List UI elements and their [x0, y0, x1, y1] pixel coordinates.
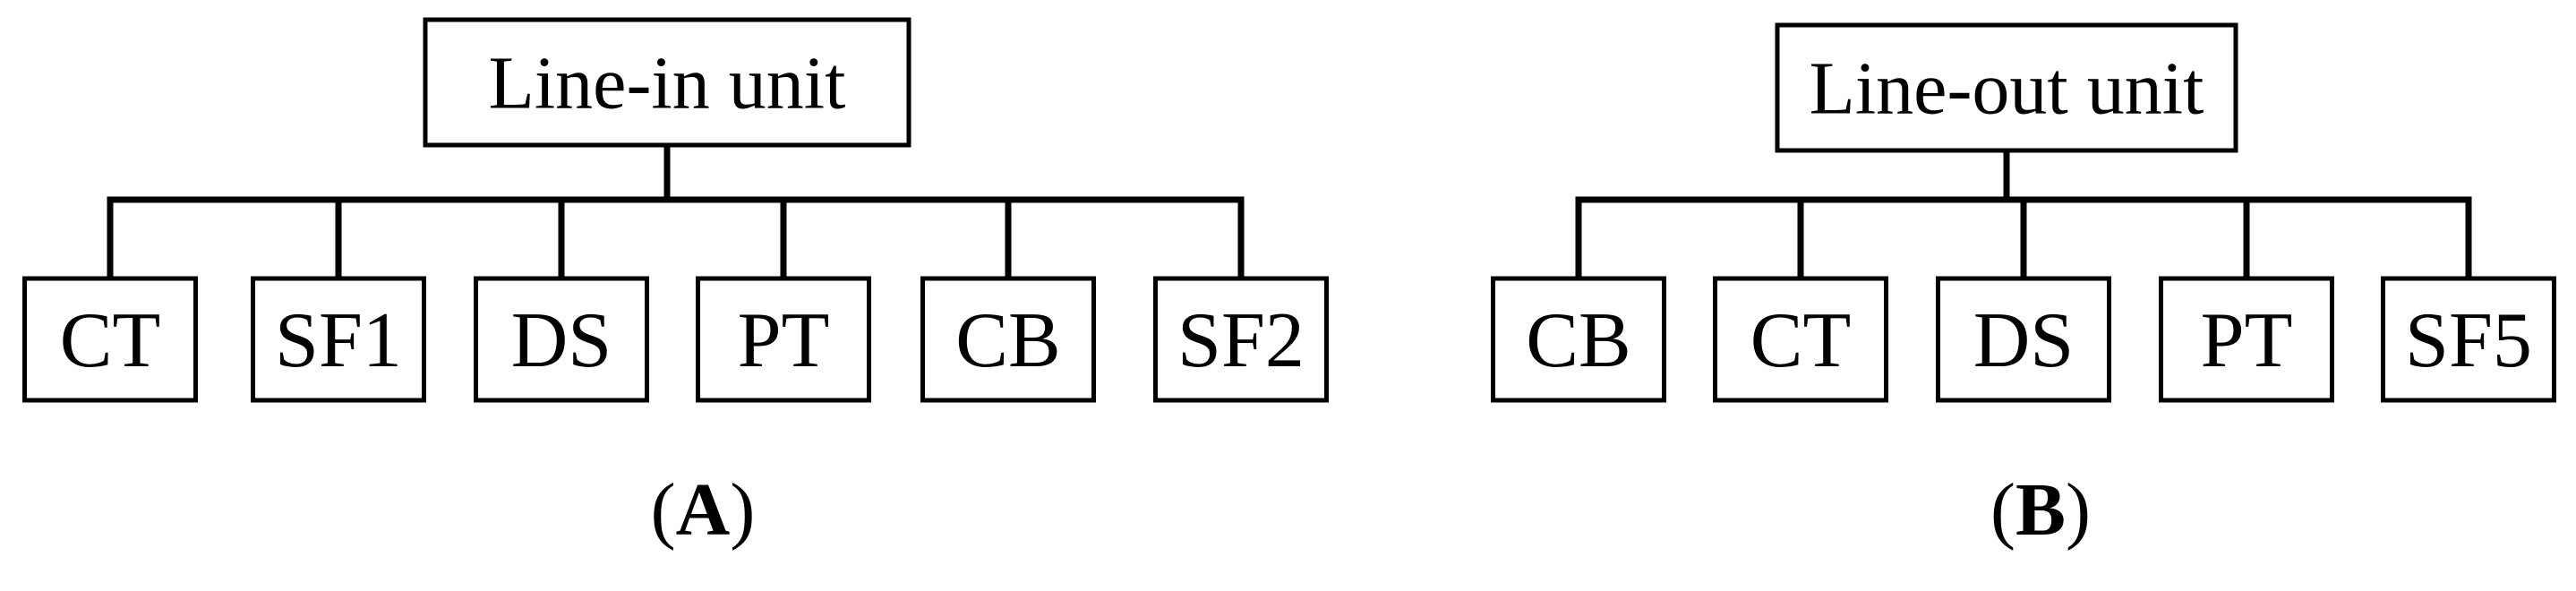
line-out-caption: (B) — [1990, 468, 2091, 552]
line-in-caption-letter: A — [676, 468, 731, 552]
line-out-child-cb-label: CB — [1526, 297, 1630, 384]
line-out-child-sf5-label: SF5 — [2405, 297, 2532, 384]
line-in-unit-node: Line-in unit — [423, 17, 911, 148]
line-out-child-pt: PT — [2159, 276, 2334, 403]
line-in-child-ds: DS — [474, 276, 649, 403]
line-in-caption: (A) — [651, 468, 756, 552]
line-in-child-sf1-label: SF1 — [275, 297, 402, 384]
line-in-child-pt: PT — [696, 276, 871, 403]
line-in-child-sf1-box — [251, 276, 426, 403]
line-in-child-sf2-box — [1153, 276, 1329, 403]
line-in-child-cb-label: CB — [955, 297, 1060, 384]
line-out-unit-node: Line-out unit — [1775, 22, 2238, 153]
line-out-unit-node-label: Line-out unit — [1810, 47, 2204, 131]
line-out-caption-letter: B — [2015, 468, 2066, 552]
line-out-child-ds-label: DS — [1973, 297, 2075, 384]
line-out-child-sf5-box — [2381, 276, 2556, 403]
line-in-child-cb-box — [920, 276, 1096, 403]
line-in-child-ct-box — [22, 276, 198, 403]
line-out-child-sf5: SF5 — [2381, 276, 2556, 403]
line-out-child-ct-label: CT — [1750, 297, 1851, 384]
line-in-child-sf2-label: SF2 — [1177, 297, 1305, 384]
line-in-unit-node-box — [423, 17, 911, 148]
line-in-child-pt-label: PT — [738, 297, 830, 384]
line-in-child-ds-label: DS — [511, 297, 612, 384]
line-in-unit-node-label: Line-in unit — [489, 42, 846, 125]
line-out-child-ct: CT — [1713, 276, 1888, 403]
line-out-unit-node-box — [1775, 22, 2238, 153]
line-in-child-cb: CB — [920, 276, 1096, 403]
line-in-child-ct: CT — [22, 276, 198, 403]
line-in-child-sf2: SF2 — [1153, 276, 1329, 403]
line-in-child-sf1: SF1 — [251, 276, 426, 403]
line-out-child-ct-box — [1713, 276, 1888, 403]
line-out-child-ds-box — [1936, 276, 2111, 403]
line-in-child-ct-label: CT — [60, 297, 160, 384]
line-out-child-pt-box — [2159, 276, 2334, 403]
line-out-child-cb-box — [1491, 276, 1666, 403]
line-out-child-ds: DS — [1936, 276, 2111, 403]
line-out-child-cb: CB — [1491, 276, 1666, 403]
line-out-child-pt-label: PT — [2201, 297, 2293, 384]
line-in-child-ds-box — [474, 276, 649, 403]
line-in-child-pt-box — [696, 276, 871, 403]
